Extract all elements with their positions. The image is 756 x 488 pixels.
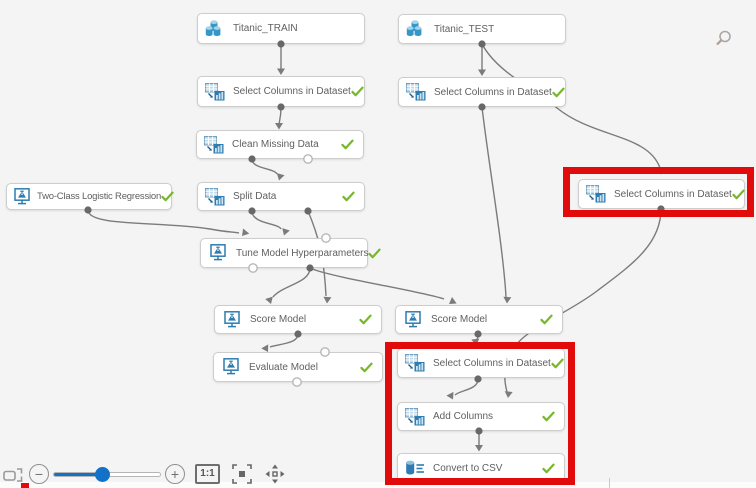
dataset-icon bbox=[205, 20, 225, 38]
node-label: Score Model bbox=[250, 314, 307, 325]
status-check-icon bbox=[359, 314, 372, 325]
csv-icon bbox=[405, 459, 425, 477]
model-icon bbox=[208, 244, 228, 262]
zoom-out-button[interactable]: − bbox=[29, 464, 49, 484]
select-columns-icon bbox=[405, 354, 425, 372]
status-check-icon bbox=[552, 87, 565, 98]
select-columns-icon bbox=[205, 83, 225, 101]
node-add-columns[interactable]: Add Columns bbox=[397, 402, 565, 431]
node-label: Tune Model Hyperparameters bbox=[236, 247, 369, 259]
node-label: Titanic_TEST bbox=[434, 23, 495, 35]
node-two-class-logistic-regression[interactable]: Two-Class Logistic Regression bbox=[6, 183, 172, 210]
node-clean-missing-data[interactable]: Clean Missing Data bbox=[196, 130, 364, 159]
node-convert-to-csv[interactable]: Convert to CSV bbox=[397, 453, 565, 483]
node-select-columns-output[interactable]: Select Columns in Dataset bbox=[397, 348, 565, 378]
node-label: Select Columns in Dataset bbox=[434, 86, 552, 98]
status-check-icon bbox=[542, 411, 555, 422]
status-check-icon bbox=[341, 139, 354, 150]
node-select-columns-train[interactable]: Select Columns in Dataset bbox=[197, 76, 365, 107]
node-label: Split Data bbox=[233, 191, 277, 202]
zoom-slider-handle[interactable] bbox=[94, 466, 110, 482]
split-data-icon bbox=[205, 188, 225, 206]
node-label: Clean Missing Data bbox=[232, 139, 319, 150]
node-label: Titanic_TRAIN bbox=[233, 23, 298, 34]
canvas-bottom-edge bbox=[0, 482, 756, 488]
search-icon[interactable] bbox=[712, 28, 734, 50]
actual-size-button[interactable]: 1:1 bbox=[195, 464, 220, 484]
node-score-model-right[interactable]: Score Model bbox=[395, 305, 563, 334]
node-titanic-test[interactable]: Titanic_TEST bbox=[398, 14, 566, 44]
node-label: Two-Class Logistic Regression bbox=[37, 191, 162, 202]
status-check-icon bbox=[351, 86, 364, 97]
node-label: Score Model bbox=[431, 314, 488, 325]
minimap-red-marker bbox=[21, 483, 29, 488]
status-check-icon bbox=[542, 463, 555, 474]
status-check-icon bbox=[732, 189, 745, 200]
node-tune-model-hyperparameters[interactable]: Tune Model Hyperparameters bbox=[200, 238, 368, 268]
pan-icon[interactable] bbox=[264, 463, 286, 485]
node-select-columns-right[interactable]: Select Columns in Dataset bbox=[578, 179, 745, 209]
zoom-slider-fill bbox=[54, 472, 102, 476]
model-icon bbox=[222, 311, 242, 329]
zoom-toolbar: − + 1:1 bbox=[3, 461, 286, 487]
status-check-icon bbox=[360, 362, 373, 373]
status-check-icon bbox=[368, 248, 381, 259]
bottom-divider-tick bbox=[609, 478, 610, 488]
node-score-model-left[interactable]: Score Model bbox=[214, 305, 382, 334]
node-label: Select Columns in Dataset bbox=[433, 357, 551, 369]
status-check-icon bbox=[551, 358, 564, 369]
status-check-icon bbox=[540, 314, 553, 325]
zoom-in-button[interactable]: + bbox=[165, 464, 185, 484]
model-icon bbox=[221, 358, 241, 376]
node-label: Evaluate Model bbox=[249, 361, 318, 373]
model-icon bbox=[12, 188, 32, 206]
node-label: Add Columns bbox=[433, 411, 494, 422]
fit-to-screen-icon[interactable] bbox=[232, 464, 252, 484]
node-titanic-train[interactable]: Titanic_TRAIN bbox=[197, 13, 365, 44]
dataset-icon bbox=[406, 20, 426, 38]
node-split-data[interactable]: Split Data bbox=[197, 182, 365, 211]
node-label: Select Columns in Dataset bbox=[614, 188, 732, 200]
model-icon bbox=[403, 311, 423, 329]
node-evaluate-model[interactable]: Evaluate Model bbox=[213, 352, 383, 382]
status-check-icon bbox=[161, 191, 174, 202]
status-check-icon bbox=[342, 191, 355, 202]
add-columns-icon bbox=[405, 408, 425, 426]
clean-missing-data-icon bbox=[204, 136, 224, 154]
node-select-columns-test[interactable]: Select Columns in Dataset bbox=[398, 77, 566, 107]
node-label: Select Columns in Dataset bbox=[233, 86, 351, 97]
select-columns-icon bbox=[406, 83, 426, 101]
select-columns-icon bbox=[586, 185, 606, 203]
node-label: Convert to CSV bbox=[433, 462, 503, 474]
zoom-slider[interactable] bbox=[53, 466, 161, 482]
minimap-toggle-icon[interactable] bbox=[3, 464, 23, 484]
